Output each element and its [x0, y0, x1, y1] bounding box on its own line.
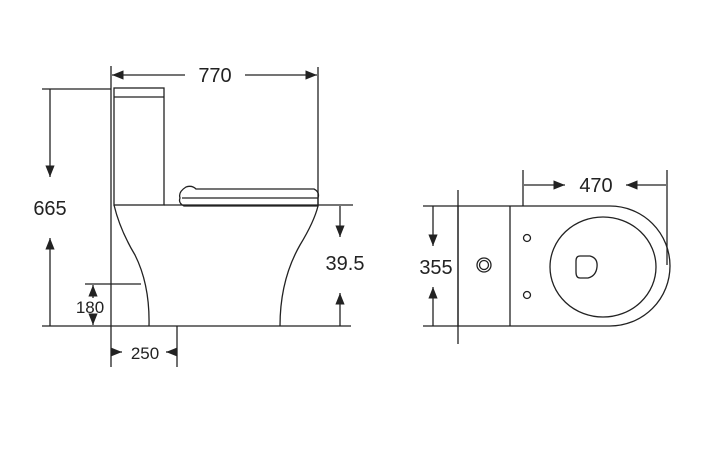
dimension-label: 39.5 — [326, 253, 365, 275]
seat-lid — [178, 185, 320, 207]
drain-outlet — [575, 255, 598, 279]
dimension-180: 180 — [76, 283, 141, 325]
flush-button-icon — [476, 257, 492, 273]
seat-hinge-hole — [522, 233, 532, 243]
dimension-label: 180 — [76, 298, 104, 317]
dimension-770: 770 — [112, 65, 319, 206]
dimension-label: 665 — [33, 198, 66, 220]
top-view: 470 355 — [419, 170, 671, 344]
dimension-665: 665 — [33, 88, 111, 326]
dimension-355: 355 — [419, 205, 458, 327]
side-view: 770 665 39.5 180 250 — [33, 65, 364, 367]
bowl-rim — [549, 216, 657, 318]
dimension-250: 250 — [110, 326, 178, 367]
dimension-470: 470 — [522, 170, 668, 265]
dimension-label: 770 — [198, 65, 231, 87]
bowl-right-profile — [279, 205, 319, 327]
dimension-label: 355 — [419, 257, 452, 279]
bowl-left-profile — [113, 204, 150, 327]
dimension-39-5: 39.5 — [326, 206, 365, 326]
dimension-label: 250 — [131, 344, 159, 363]
seat-hinge-hole — [522, 290, 532, 300]
dimension-label: 470 — [579, 175, 612, 197]
toilet-outline — [457, 205, 671, 327]
tank — [113, 87, 165, 206]
